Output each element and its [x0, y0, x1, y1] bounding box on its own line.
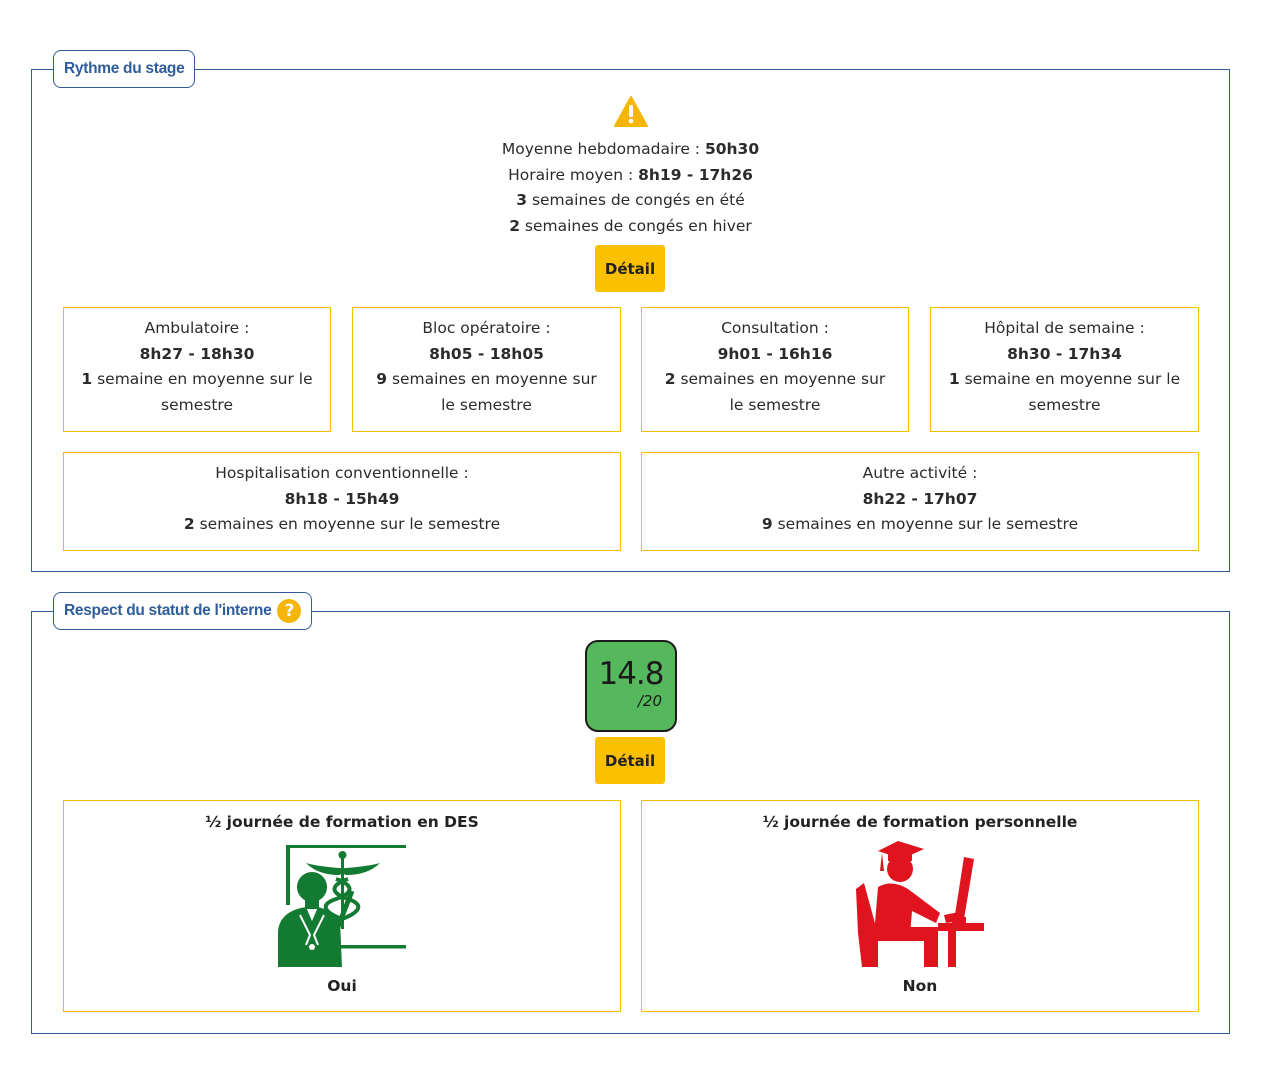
activity-time: 8h05 - 18h05: [429, 344, 544, 363]
activity-label: Ambulatoire :: [144, 319, 250, 337]
score-value: 14.8: [598, 656, 664, 692]
statut-section: Respect du statut de l'interne ? 14.8 /2…: [31, 592, 1230, 1034]
activity-time: 8h30 - 17h34: [1007, 344, 1122, 363]
statut-legend: Respect du statut de l'interne ?: [53, 592, 313, 630]
activity-label: Autre activité :: [862, 464, 978, 482]
summary-horaire-value: 8h19 - 17h26: [638, 165, 753, 184]
formation-perso-title: ½ journée de formation personnelle: [762, 813, 1078, 831]
warning-wrap: [32, 96, 1229, 132]
graduate-computer-icon: [856, 841, 984, 967]
activity-box-bloc: Bloc opératoire : 8h05 - 18h05 9 semaine…: [352, 307, 621, 432]
activity-label: Consultation :: [721, 319, 829, 337]
summary-horaire: Horaire moyen : 8h19 - 17h26: [508, 165, 753, 184]
rythme-legend: Rythme du stage: [53, 50, 196, 88]
statut-legend-label: Respect du statut de l'interne: [64, 602, 272, 619]
activity-time: 8h18 - 15h49: [284, 489, 400, 508]
activity-count: 1 semaine en moyenne sur le: [948, 370, 1181, 388]
activity-count-cont: semestre: [161, 395, 233, 414]
statut-detail-button[interactable]: Détail: [595, 737, 665, 784]
activity-count-cont: le semestre: [441, 395, 532, 414]
activity-count: 9 semaines en moyenne sur: [376, 370, 597, 388]
activity-box-ambulatoire: Ambulatoire : 8h27 - 18h30 1 semaine en …: [63, 307, 331, 432]
summary-ete: 3 semaines de congés en été: [516, 191, 745, 209]
warning-icon: [613, 96, 648, 127]
formation-perso-box: ½ journée de formation personnelle: [641, 800, 1199, 1012]
activity-time: 8h27 - 18h30: [139, 344, 255, 363]
help-icon[interactable]: ?: [277, 599, 302, 623]
formation-des-title: ½ journée de formation en DES: [205, 813, 479, 831]
activity-count-cont: semestre: [1028, 395, 1101, 414]
formation-des-box: ½ journée de formation en DES: [63, 800, 621, 1012]
summary-moyenne-value: 50h30: [704, 140, 760, 158]
rythme-summary: Moyenne hebdomadaire : 50h30 Horaire moy…: [32, 137, 1229, 239]
formation-des-value: Oui: [327, 977, 357, 995]
summary-hiver: 2 semaines de congés en hiver: [509, 216, 752, 235]
rythme-detail-button[interactable]: Détail: [595, 245, 665, 292]
activity-count-cont: le semestre: [729, 395, 821, 414]
activity-box-hospitalisation: Hospitalisation conventionnelle : 8h18 -…: [63, 452, 621, 551]
activity-label: Bloc opératoire :: [422, 319, 551, 337]
score-denominator: /20: [637, 692, 662, 710]
rythme-section: Rythme du stage Moyenne hebdomadaire : 5…: [31, 50, 1230, 572]
activity-time: 9h01 - 16h16: [717, 344, 833, 363]
activity-label: Hospitalisation conventionnelle :: [215, 464, 469, 482]
rythme-legend-label: Rythme du stage: [64, 60, 185, 77]
teacher-caduceus-icon: [278, 845, 406, 967]
activity-count: 1 semaine en moyenne sur le: [81, 370, 313, 388]
activity-label: Hôpital de semaine :: [984, 319, 1145, 337]
score-badge: 14.8 /20: [585, 640, 677, 732]
activity-count: 2 semaines en moyenne sur: [664, 370, 886, 388]
activity-count: 9 semaines en moyenne sur le semestre: [761, 515, 1079, 533]
activity-box-autre: Autre activité : 8h22 - 17h07 9 semaines…: [641, 452, 1199, 551]
summary-moyenne: Moyenne hebdomadaire : 50h30: [501, 140, 760, 158]
activity-time: 8h22 - 17h07: [862, 489, 978, 508]
formation-perso-value: Non: [902, 977, 938, 995]
activity-box-consultation: Consultation : 9h01 - 16h16 2 semaines e…: [641, 307, 909, 432]
activity-box-hopital-semaine: Hôpital de semaine : 8h30 - 17h34 1 sema…: [930, 307, 1199, 432]
activity-count: 2 semaines en moyenne sur le semestre: [183, 515, 501, 533]
